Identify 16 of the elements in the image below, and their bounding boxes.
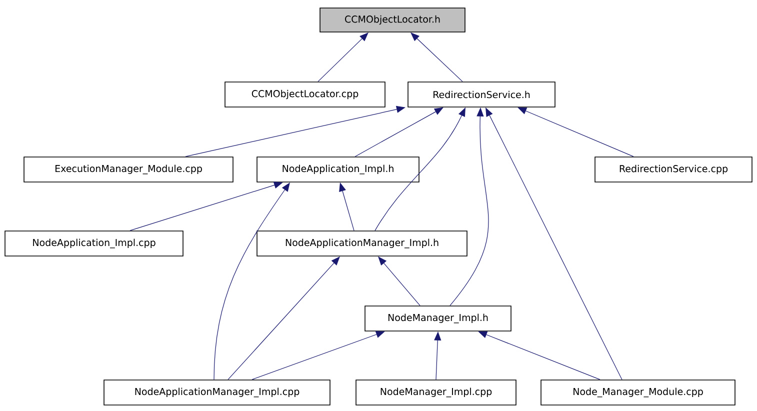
- file-box: NodeApplicationManager_Impl.h: [256, 230, 468, 256]
- file-box: NodeApplicationManager_Impl.cpp: [104, 380, 330, 406]
- arrow: [130, 182, 283, 231]
- file-box: NodeApplication_Impl.h: [256, 156, 420, 182]
- arrow: [518, 107, 634, 157]
- file-box: CCMObjectLocator.cpp: [224, 82, 386, 108]
- file-box: NodeManager_Impl.cpp: [356, 380, 516, 406]
- file-box: NodeApplication_Impl.cpp: [4, 230, 184, 256]
- file-box: RedirectionService.h: [408, 82, 556, 108]
- file-box: NodeManager_Impl.h: [364, 306, 512, 332]
- arrow: [478, 331, 600, 380]
- arrow: [252, 331, 385, 380]
- file-box: RedirectionService.cpp: [594, 156, 752, 182]
- file-box: ExecutionManager_Module.cpp: [24, 156, 234, 182]
- file-box: Node_Manager_Module.cpp: [540, 380, 736, 406]
- file-box: CCMObjectLocator.h: [320, 8, 466, 32]
